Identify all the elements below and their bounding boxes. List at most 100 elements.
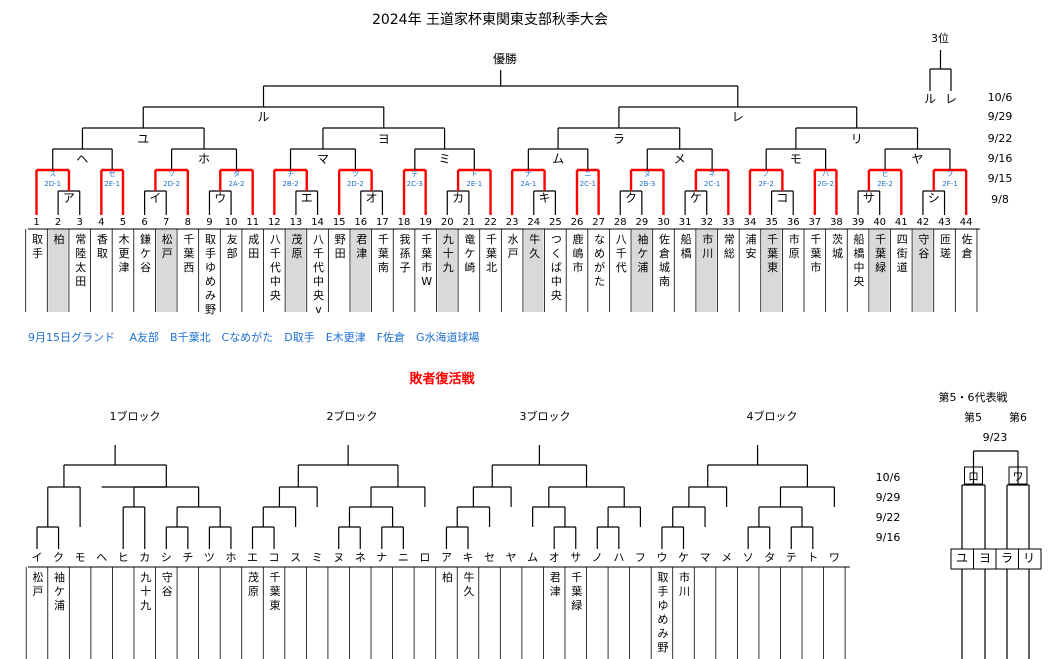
team-name: め xyxy=(205,275,216,288)
team-name: た xyxy=(594,275,605,288)
block-title: 1ブロック xyxy=(110,409,161,423)
team-number: 4 xyxy=(98,217,104,228)
team-name: 船 xyxy=(681,232,692,246)
winner-highlight xyxy=(48,230,68,312)
repechage-label: セ xyxy=(484,551,495,564)
team-name: ケ xyxy=(140,247,151,260)
team-name: 城 xyxy=(832,247,843,260)
team-name: 葉 xyxy=(767,246,778,260)
score-code: 2E-1 xyxy=(104,180,120,188)
winner-highlight xyxy=(632,230,652,312)
team-name: 谷 xyxy=(140,261,151,274)
team-name: 牛 xyxy=(529,232,540,246)
team-name: 子 xyxy=(400,261,411,274)
team-name: ケ xyxy=(637,247,648,260)
field-code: ハ xyxy=(822,170,829,178)
sf-label: ル xyxy=(258,110,270,124)
team-name: 柏 xyxy=(54,232,65,246)
team-number: 26 xyxy=(571,217,584,228)
team-number: 33 xyxy=(722,217,735,228)
team-name: 総 xyxy=(724,246,735,260)
team-name: 袖 xyxy=(637,232,648,246)
team-name: 千 xyxy=(875,233,886,246)
rep-date: 9/16 xyxy=(876,531,901,544)
bracket-lines xyxy=(35,50,1030,659)
team-name: 市 xyxy=(810,260,821,274)
team-name: く xyxy=(551,247,562,260)
field-code: タ xyxy=(233,169,240,178)
team-name: 戸 xyxy=(162,247,173,260)
team-name: 葉 xyxy=(875,246,886,260)
repechage-label: ミ xyxy=(312,551,323,564)
third-place-left: ル xyxy=(924,92,936,106)
team-number: 8 xyxy=(185,217,191,228)
team-name: 東 xyxy=(767,261,778,274)
team-number: 28 xyxy=(614,217,627,228)
team-number: 39 xyxy=(852,217,865,228)
field-code: ツ xyxy=(352,170,359,178)
repechage-team: 葉 xyxy=(270,584,281,598)
repechage-label: オ xyxy=(549,551,560,564)
repechage-team: 守 xyxy=(162,570,173,584)
repechage-label: ソ xyxy=(743,551,754,564)
field-code: ニ xyxy=(584,170,591,178)
team-number: 7 xyxy=(163,217,169,228)
team-number: 42 xyxy=(917,217,930,228)
repechage-team: 十 xyxy=(140,584,151,598)
score-code: 2F-2 xyxy=(758,180,773,188)
team-name: ば xyxy=(551,261,562,274)
score-code: 2C-1 xyxy=(580,180,596,188)
repechage-team: ゆ xyxy=(657,599,668,612)
team-number: 17 xyxy=(376,217,389,228)
team-name: が xyxy=(594,260,605,274)
group-label: エ xyxy=(301,191,313,205)
repechage-label: マ xyxy=(700,551,711,564)
qf-label: ラ xyxy=(613,132,625,146)
team-name: v xyxy=(315,303,322,316)
repechage-team: 柏 xyxy=(442,570,453,584)
field-code: フ xyxy=(946,170,953,178)
team-number: 32 xyxy=(700,217,713,228)
group-label: カ xyxy=(452,191,464,205)
team-name: 千 xyxy=(421,233,432,246)
repechage-label: チ xyxy=(182,551,193,564)
repechage-label: シ xyxy=(161,551,172,564)
sixth-label: 第6 xyxy=(1009,410,1027,424)
team-name: 香 xyxy=(97,233,108,246)
team-name: 市 xyxy=(573,260,584,274)
group-label: ク xyxy=(625,191,637,205)
repechage-label: ウ xyxy=(656,551,667,564)
team-number: 40 xyxy=(873,217,886,228)
team-name: 街 xyxy=(897,246,908,260)
team-name: 代 xyxy=(313,261,324,274)
repechage-team: 野 xyxy=(657,641,668,654)
repechage-label: ロ xyxy=(419,551,430,564)
team-name: 四 xyxy=(897,233,908,246)
r16-label: ヤ xyxy=(912,152,924,166)
team-name: W xyxy=(421,275,432,288)
field-code: ト xyxy=(471,170,478,178)
repechage-label: テ xyxy=(786,551,797,564)
r16-label: ミ xyxy=(439,152,451,166)
repechage-label: ハ xyxy=(613,551,624,564)
block-title: 4ブロック xyxy=(747,409,798,423)
team-name: 市 xyxy=(789,232,800,246)
repechage-label: ナ xyxy=(376,551,387,564)
score-code: 2E-1 xyxy=(466,180,482,188)
team-number: 14 xyxy=(311,217,324,228)
repechage-label: コ xyxy=(269,551,280,564)
team-name: 津 xyxy=(118,261,129,274)
team-name: 千 xyxy=(183,233,194,246)
team-name: 原 xyxy=(789,247,800,260)
team-number: 19 xyxy=(419,217,432,228)
block-title: 2ブロック xyxy=(327,409,378,423)
repechage-team: 川 xyxy=(679,585,690,598)
bracket-texts: 2024年 王道家杯東関東支部秋季大会 優勝 3位 ル レ 9月15日グランド … xyxy=(28,11,1035,654)
repechage-label: タ xyxy=(764,551,775,564)
group-label: サ xyxy=(863,191,875,205)
team-name: 鹿 xyxy=(573,232,584,246)
score-code: 2C-1 xyxy=(704,180,720,188)
team-name: 緑 xyxy=(875,260,886,274)
team-name: 友 xyxy=(227,232,238,246)
field-code: チ xyxy=(287,170,294,178)
